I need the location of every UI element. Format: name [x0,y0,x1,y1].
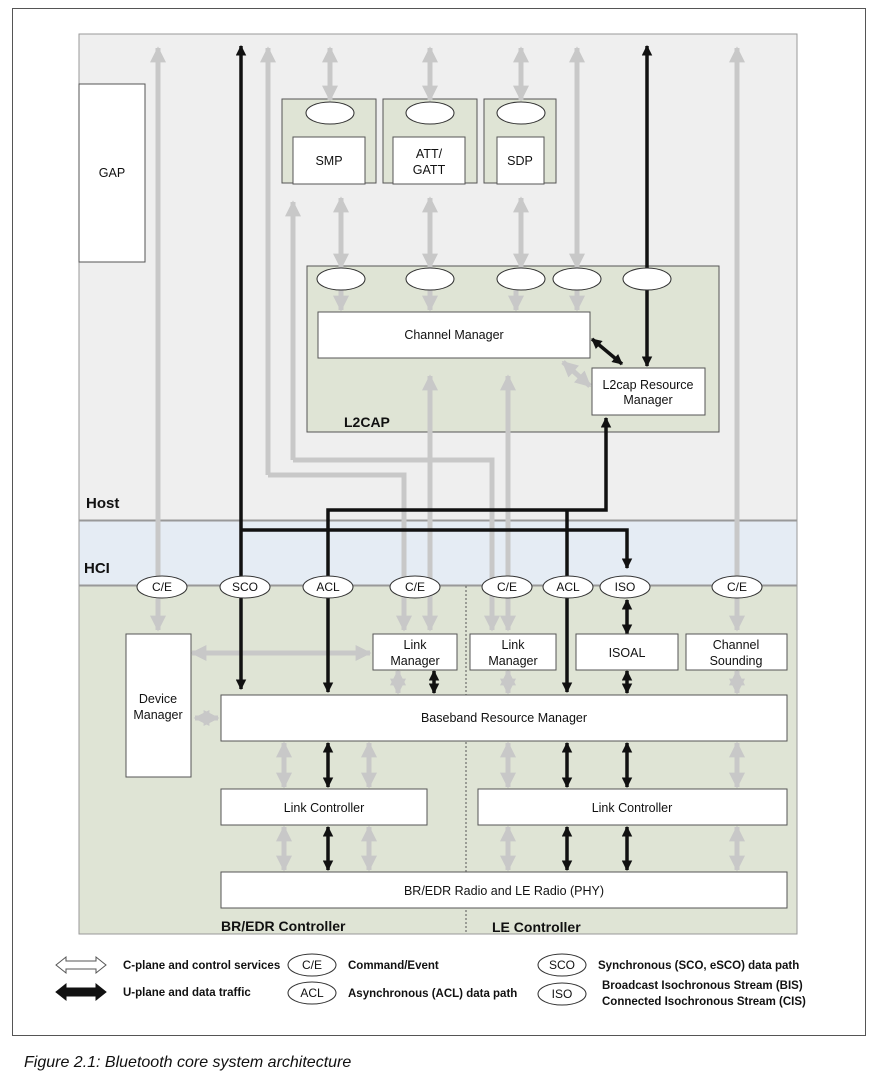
sdp-block [496,136,545,185]
link-manager-bredr-label-line2: Manager [390,654,439,668]
sap-ovals [305,101,672,291]
u-plane-arrows [235,44,653,872]
device-manager-block [125,633,192,778]
link-controller-bredr-block [220,788,428,826]
hci-pill-label: ACL [316,580,340,594]
channel-manager-block [317,311,591,359]
isoal-block [575,633,679,671]
c-plane-legend-arrow [55,955,107,975]
link-controller-le-block [477,788,788,826]
att-gatt-block [392,136,466,185]
hci-pill-label: ISO [615,580,636,594]
u-plane-legend-text: U-plane and data traffic [123,987,251,999]
architecture-diagram: GAP SMP ATT/ GATT SDP Channel Manager L2… [55,33,806,1008]
ce-legend-text: Command/Event [348,960,439,972]
c-plane-arrows [149,46,746,872]
hci-pill-label: C/E [727,580,747,594]
channel-sounding-block [685,633,788,671]
channel-sounding-label-line2: Sounding [710,654,763,668]
iso-legend-text-line1: Broadcast Isochronous Stream (BIS) [602,980,803,992]
smp-label: SMP [315,154,342,168]
link-manager-le-block [469,633,557,671]
l2cap-rm-label-line1: L2cap Resource [602,378,693,392]
link-manager-le-label-line2: Manager [488,654,537,668]
link-manager-bredr-label-line1: Link [404,638,428,652]
hci-pills [136,575,763,599]
smp-block [292,136,366,185]
gap-label: GAP [99,166,125,180]
iso-legend-text-line2: Connected Isochronous Stream (CIS) [602,996,806,1008]
baseband-rm-label: Baseband Resource Manager [421,711,587,725]
sco-legend-symbol: SCO [549,958,575,972]
link-manager-le-label-line1: Link [502,638,526,652]
legend: C-plane and control services U-plane and… [55,953,806,1008]
l2cap-resource-manager-block [591,367,706,416]
sco-legend-text: Synchronous (SCO, eSCO) data path [598,960,799,972]
gap-block [78,83,146,263]
device-manager-label-line1: Device [139,692,177,706]
acl-legend-text: Asynchronous (ACL) data path [348,988,517,1000]
sdp-label: SDP [507,154,533,168]
hci-pill-label: SCO [232,580,258,594]
l2cap-label: L2CAP [344,414,390,430]
link-manager-bredr-block [372,633,458,671]
hci-pill-label: ACL [556,580,580,594]
baseband-resource-manager-block [220,694,788,742]
att-label-line1: ATT/ [416,147,443,161]
c-plane-legend-text: C-plane and control services [123,960,280,972]
u-plane-legend-arrow [55,982,107,1002]
link-controller-le-label: Link Controller [592,801,673,815]
host-label: Host [86,495,119,512]
link-controller-bredr-label: Link Controller [284,801,365,815]
hci-pill-label: C/E [497,580,517,594]
hci-pill-label: C/E [405,580,425,594]
le-controller-label: LE Controller [492,919,581,935]
radio-label: BR/EDR Radio and LE Radio (PHY) [404,884,604,898]
iso-legend-symbol: ISO [552,987,573,1001]
figure-caption: Figure 2.1: Bluetooth core system archit… [24,1054,352,1071]
device-manager-label-line2: Manager [133,708,182,722]
att-label-line2: GATT [413,163,446,177]
bredr-controller-label: BR/EDR Controller [221,918,346,934]
isoal-label: ISOAL [609,646,646,660]
ce-legend-symbol: C/E [302,958,322,972]
acl-legend-symbol: ACL [300,986,324,1000]
hci-pill-label: C/E [152,580,172,594]
channel-sounding-label-line1: Channel [713,638,760,652]
channel-manager-label: Channel Manager [404,328,503,342]
l2cap-rm-label-line2: Manager [623,393,672,407]
radio-block [220,871,788,909]
hci-label: HCI [84,560,110,577]
